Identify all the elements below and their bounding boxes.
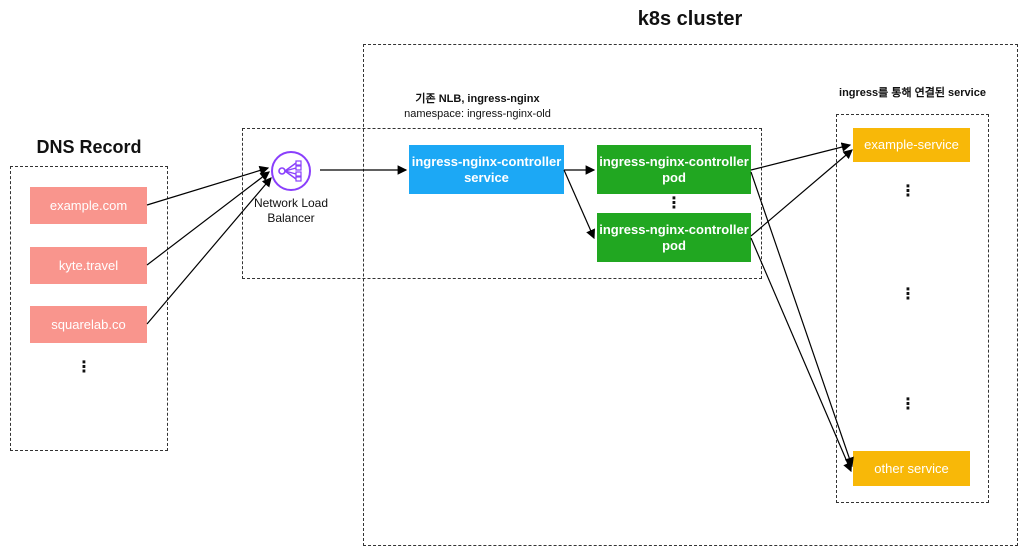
namespace-label: namespace: ingress-nginx-old xyxy=(404,108,551,120)
pod-2-line2: pod xyxy=(662,237,686,253)
dns-item-squarelab-co: squarelab.co xyxy=(30,306,147,343)
arrow-service-to-pod-2 xyxy=(563,169,596,240)
k8s-cluster-title: k8s cluster xyxy=(637,8,743,30)
nlb-label-line2: Balancer xyxy=(267,211,315,225)
pod-2-line1: ingress-nginx-controller xyxy=(599,221,749,237)
example-service-box: example-service xyxy=(853,128,970,162)
dns-item-kyte-travel: kyte.travel xyxy=(30,247,147,284)
arrow-pod-2-to-example-service xyxy=(750,149,853,237)
arrow-kyte-travel-to-nlb xyxy=(146,171,270,266)
nlb-group-title: 기존 NLB, ingress-nginx xyxy=(415,93,540,105)
ingress-controller-service-box: ingress-nginx-controller service xyxy=(409,145,564,194)
network-load-balancer-icon xyxy=(270,150,312,192)
arrow-pod-1-to-other-service xyxy=(750,171,854,468)
services-more-indicator-3: ⋮ xyxy=(900,396,916,413)
nlb-label-line1: Network Load xyxy=(253,196,329,210)
dns-record-boundary xyxy=(10,166,168,451)
dns-record-title: DNS Record xyxy=(36,137,142,157)
pod-1-line1: ingress-nginx-controller xyxy=(599,153,749,169)
dns-more-indicator: ⋮ xyxy=(76,359,92,376)
arrow-pod-1-to-example-service xyxy=(750,142,852,171)
ingress-controller-pod-1: ingress-nginx-controller pod xyxy=(597,145,751,194)
ingress-controller-pod-2: ingress-nginx-controller pod xyxy=(597,213,751,262)
ingress-controller-service-line1: ingress-nginx-controller xyxy=(411,153,562,169)
services-more-indicator-1: ⋮ xyxy=(900,183,916,200)
pod-1-line2: pod xyxy=(662,169,686,185)
k8s-cluster-boundary xyxy=(363,44,1018,546)
arrow-example-com-to-nlb xyxy=(146,165,270,206)
ingress-controller-service-line2: service xyxy=(464,169,509,185)
pods-more-indicator: ⋮ xyxy=(666,195,682,212)
services-more-indicator-2: ⋮ xyxy=(900,286,916,303)
services-group-title: ingress를 통해 연결된 service xyxy=(839,87,986,99)
arrow-squarelab-co-to-nlb xyxy=(146,177,272,325)
arrow-pod-2-to-other-service xyxy=(750,237,853,473)
services-group-boundary xyxy=(836,114,989,503)
other-service-box: other service xyxy=(853,451,970,486)
dns-item-example-com: example.com xyxy=(30,187,147,224)
